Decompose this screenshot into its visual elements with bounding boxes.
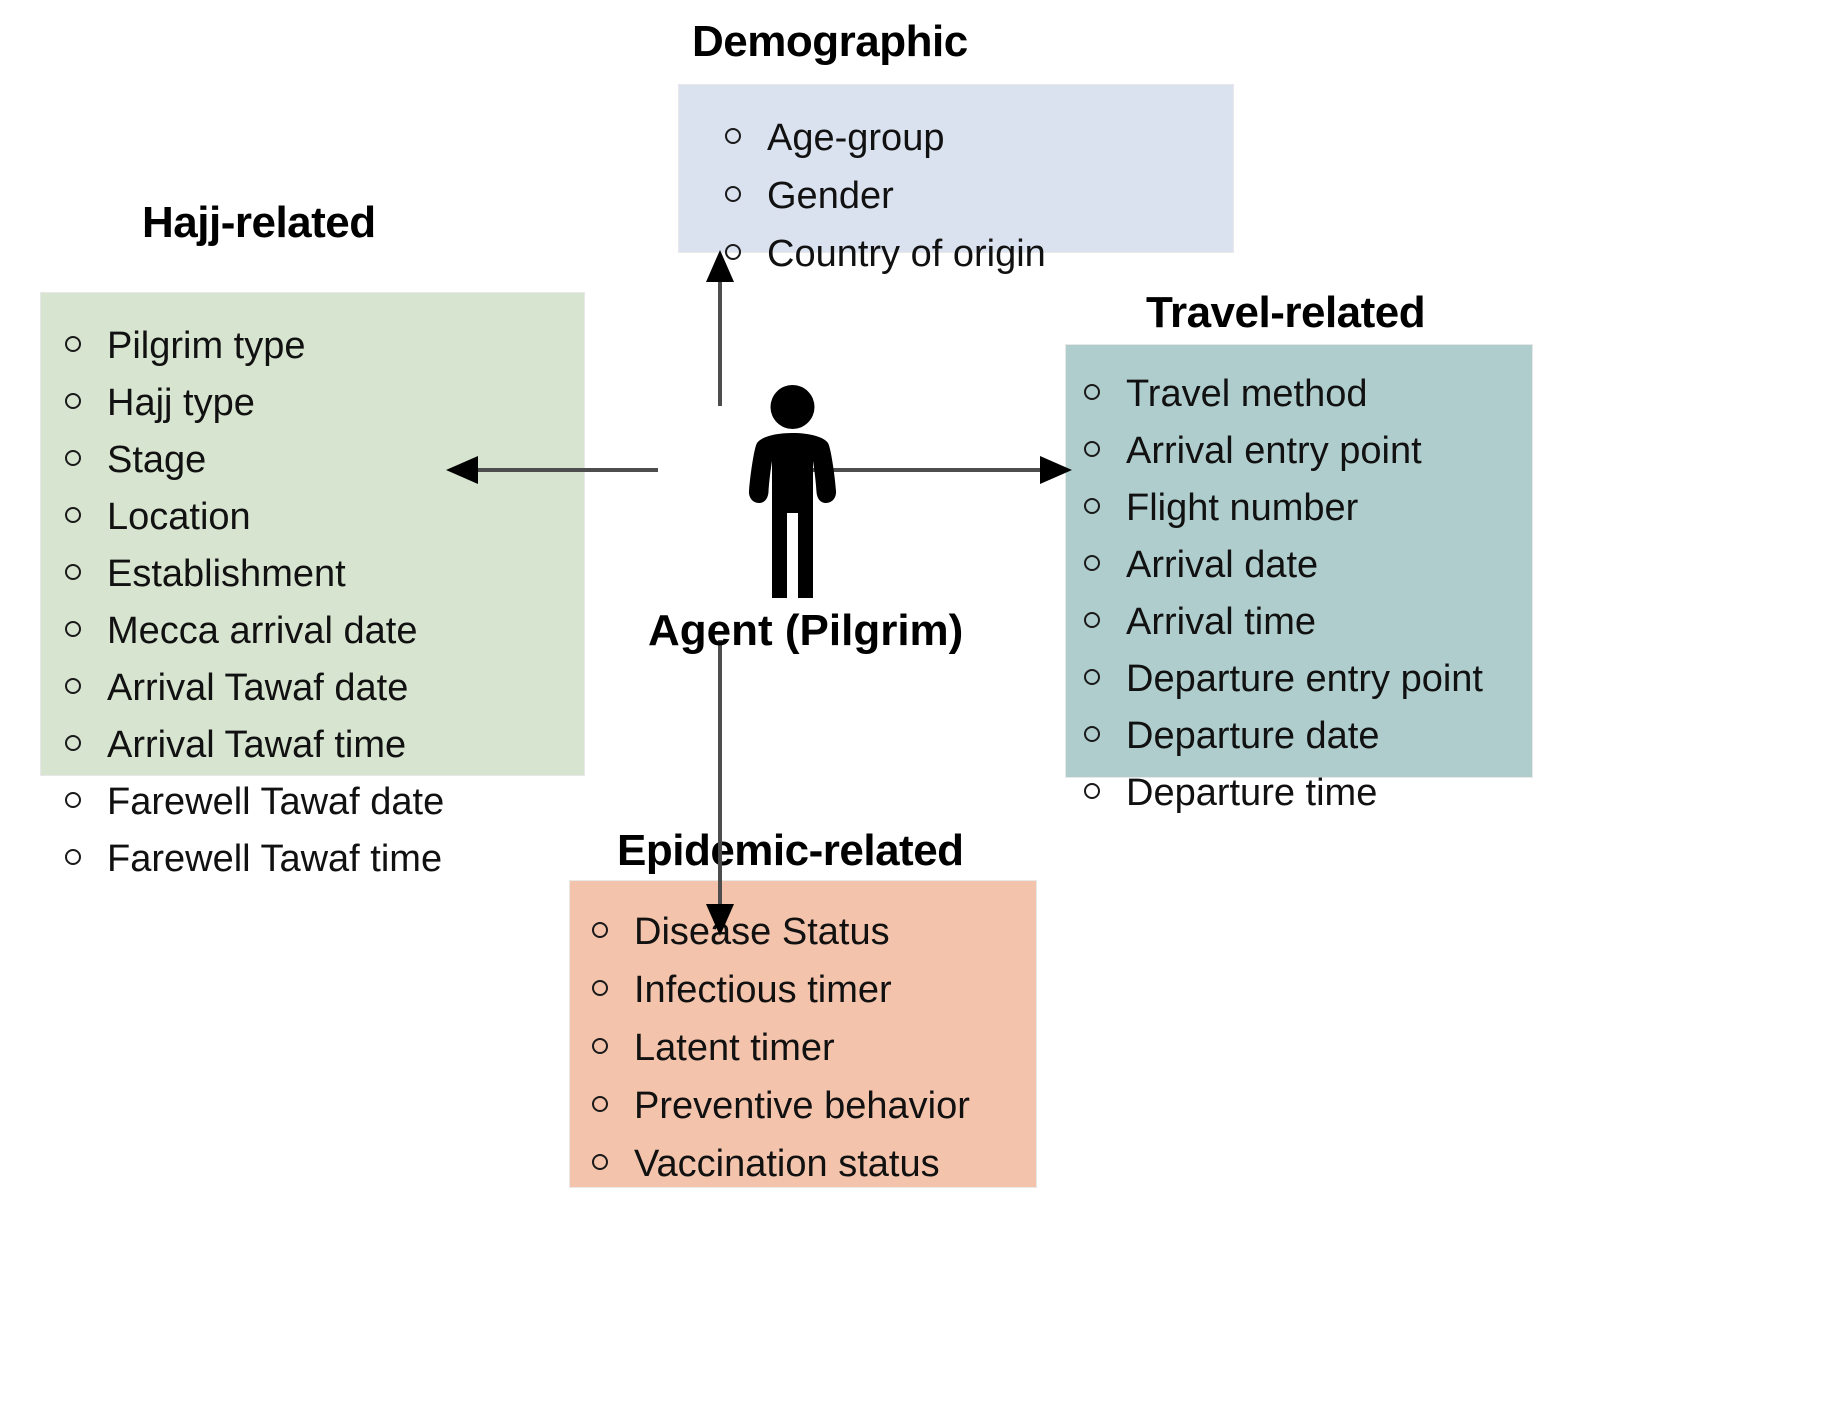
category-title-hajj: Hajj-related xyxy=(142,198,376,247)
attribute-label: Preventive behavior xyxy=(634,1085,970,1127)
circle-bullet-icon xyxy=(725,186,741,202)
attribute-label: Disease Status xyxy=(634,911,890,953)
list-item: Departure date xyxy=(1084,717,1532,755)
list-item: Arrival Tawaf date xyxy=(65,669,584,707)
agent-label: Agent (Pilgrim) xyxy=(648,606,964,655)
category-box-travel: Travel method Arrival entry point Flight… xyxy=(1065,344,1533,812)
attribute-list-demographic: Age-group Gender Country of origin xyxy=(679,85,1233,273)
attribute-label: Establishment xyxy=(107,553,346,595)
attribute-list-hajj: Pilgrim type Hajj type Stage Location Es… xyxy=(41,293,584,878)
attribute-label: Flight number xyxy=(1126,487,1359,529)
circle-bullet-icon xyxy=(1084,726,1100,742)
list-item: Establishment xyxy=(65,555,584,593)
circle-bullet-icon xyxy=(1084,441,1100,457)
list-item: Disease Status xyxy=(592,913,1036,951)
list-item: Country of origin xyxy=(725,235,1233,273)
arrow-left-to-hajj xyxy=(446,456,658,484)
category-title-demographic: Demographic xyxy=(692,17,968,66)
circle-bullet-icon xyxy=(1084,612,1100,628)
attribute-label: Arrival time xyxy=(1126,601,1317,643)
attribute-label: Arrival entry point xyxy=(1126,430,1422,472)
circle-bullet-icon xyxy=(1084,783,1100,799)
attribute-label: Mecca arrival date xyxy=(107,610,418,652)
list-item: Arrival Tawaf time xyxy=(65,726,584,764)
circle-bullet-icon xyxy=(65,621,81,637)
circle-bullet-icon xyxy=(1084,669,1100,685)
list-item: Infectious timer xyxy=(592,971,1036,1009)
circle-bullet-icon xyxy=(65,678,81,694)
list-item: Vaccination status xyxy=(592,1145,1036,1183)
circle-bullet-icon xyxy=(1084,384,1100,400)
attribute-list-epidemic: Disease Status Infectious timer Latent t… xyxy=(570,881,1036,1183)
list-item: Farewell Tawaf date xyxy=(65,783,584,821)
attribute-label: Departure date xyxy=(1126,715,1380,757)
attribute-label: Farewell Tawaf date xyxy=(107,781,445,823)
list-item: Departure time xyxy=(1084,774,1532,812)
attribute-label: Location xyxy=(107,496,251,538)
attribute-label: Travel method xyxy=(1126,373,1368,415)
circle-bullet-icon xyxy=(592,1154,608,1170)
circle-bullet-icon xyxy=(65,792,81,808)
list-item: Mecca arrival date xyxy=(65,612,584,650)
list-item: Farewell Tawaf time xyxy=(65,840,584,878)
list-item: Travel method xyxy=(1084,375,1532,413)
attribute-label: Arrival date xyxy=(1126,544,1319,586)
circle-bullet-icon xyxy=(592,1096,608,1112)
list-item: Stage xyxy=(65,441,584,479)
list-item: Departure entry point xyxy=(1084,660,1532,698)
category-box-demographic: Age-group Gender Country of origin xyxy=(678,84,1234,273)
attribute-label: Stage xyxy=(107,439,207,481)
list-item: Arrival time xyxy=(1084,603,1532,641)
circle-bullet-icon xyxy=(65,450,81,466)
category-box-hajj: Pilgrim type Hajj type Stage Location Es… xyxy=(40,292,585,878)
attribute-label: Hajj type xyxy=(107,382,255,424)
list-item: Location xyxy=(65,498,584,536)
list-item: Arrival date xyxy=(1084,546,1532,584)
circle-bullet-icon xyxy=(65,735,81,751)
attribute-label: Departure time xyxy=(1126,772,1378,814)
circle-bullet-icon xyxy=(65,393,81,409)
attribute-label: Departure entry point xyxy=(1126,658,1483,700)
list-item: Hajj type xyxy=(65,384,584,422)
circle-bullet-icon xyxy=(1084,555,1100,571)
list-item: Latent timer xyxy=(592,1029,1036,1067)
arrow-down-to-epidemic xyxy=(706,640,734,936)
list-item: Flight number xyxy=(1084,489,1532,527)
attribute-label: Infectious timer xyxy=(634,969,892,1011)
attribute-label: Age-group xyxy=(767,117,945,159)
list-item: Age-group xyxy=(725,119,1233,157)
list-item: Preventive behavior xyxy=(592,1087,1036,1125)
circle-bullet-icon xyxy=(725,128,741,144)
circle-bullet-icon xyxy=(725,244,741,260)
circle-bullet-icon xyxy=(592,980,608,996)
attribute-label: Latent timer xyxy=(634,1027,835,1069)
attribute-label: Arrival Tawaf date xyxy=(107,667,409,709)
circle-bullet-icon xyxy=(65,507,81,523)
attribute-label: Country of origin xyxy=(767,233,1046,275)
circle-bullet-icon xyxy=(592,922,608,938)
attribute-list-travel: Travel method Arrival entry point Flight… xyxy=(1066,345,1532,812)
category-title-travel: Travel-related xyxy=(1146,288,1426,337)
circle-bullet-icon xyxy=(592,1038,608,1054)
category-title-epidemic: Epidemic-related xyxy=(617,826,964,875)
attribute-label: Vaccination status xyxy=(634,1143,940,1185)
person-icon xyxy=(748,385,837,598)
list-item: Pilgrim type xyxy=(65,327,584,365)
attribute-label: Pilgrim type xyxy=(107,325,306,367)
circle-bullet-icon xyxy=(65,336,81,352)
category-box-epidemic: Disease Status Infectious timer Latent t… xyxy=(569,880,1037,1188)
list-item: Gender xyxy=(725,177,1233,215)
arrow-up-to-demographic xyxy=(706,250,734,406)
attribute-label: Farewell Tawaf time xyxy=(107,838,443,880)
list-item: Arrival entry point xyxy=(1084,432,1532,470)
circle-bullet-icon xyxy=(65,849,81,865)
attribute-label: Gender xyxy=(767,175,894,217)
circle-bullet-icon xyxy=(65,564,81,580)
attribute-label: Arrival Tawaf time xyxy=(107,724,407,766)
circle-bullet-icon xyxy=(1084,498,1100,514)
